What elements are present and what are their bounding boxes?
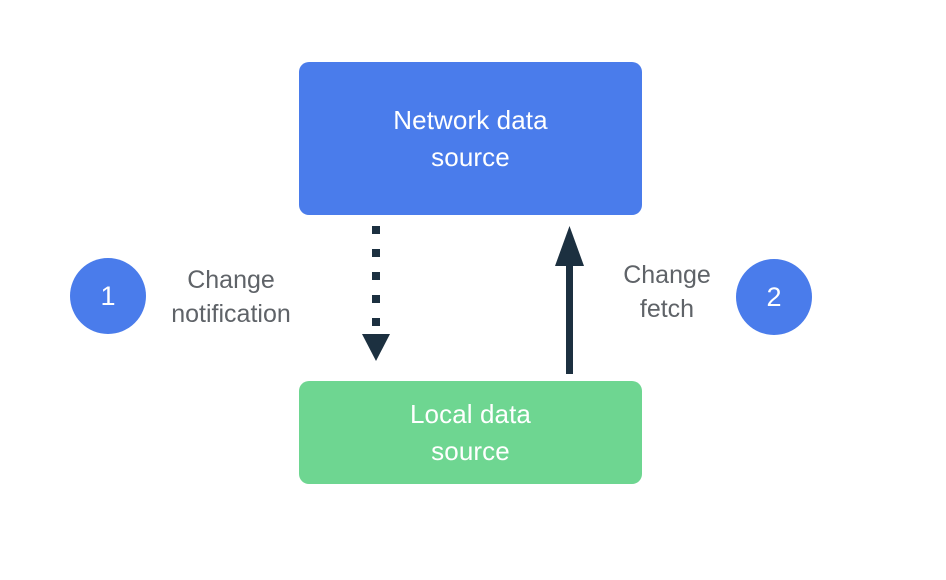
- arrow-change-notification-dotted-down-icon: [362, 226, 390, 361]
- node-network-data-source-label: Network data source: [393, 104, 548, 172]
- edge-label-change-notification: Change notification: [171, 266, 291, 328]
- node-local-data-source: Local data source: [299, 381, 642, 484]
- step-badge-2: 2: [736, 259, 812, 335]
- node-network-data-source: Network data source: [299, 62, 642, 215]
- edge-label-change-fetch: Change fetch: [623, 261, 711, 323]
- step-badge-2-number: 2: [766, 281, 782, 312]
- step-badge-1-number: 1: [100, 280, 116, 311]
- arrow-change-fetch-solid-up-icon: [555, 226, 584, 374]
- step-badge-1: 1: [70, 258, 146, 334]
- node-local-data-source-label: Local data source: [410, 398, 531, 466]
